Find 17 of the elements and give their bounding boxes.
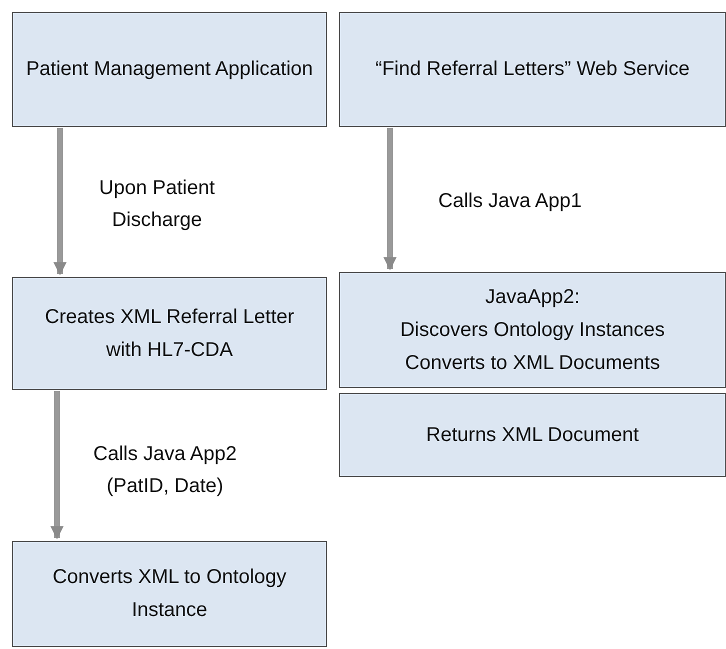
arrow: [383, 128, 397, 270]
process-box: [12, 541, 327, 647]
process-box: [339, 272, 726, 388]
box-text: “Find Referral Letters” Web Service: [375, 57, 690, 82]
arrow: [53, 128, 67, 276]
process-box: [12, 12, 327, 127]
process-box: [12, 277, 327, 390]
process-box: [339, 12, 726, 127]
box-text: Patient Management Application: [26, 57, 313, 82]
box-text: JavaApp2:: [485, 284, 580, 310]
process-box: [339, 393, 726, 477]
box-text: Returns XML Document: [426, 422, 639, 448]
box-text: Converts to XML Documents: [405, 350, 660, 376]
box-text: Creates XML Referral Letter with HL7-CDA: [44, 304, 296, 362]
arrow: [50, 391, 64, 540]
box-text: Discovers Ontology Instances: [400, 318, 665, 342]
box-text: Converts XML to Ontology Instance: [52, 565, 288, 623]
